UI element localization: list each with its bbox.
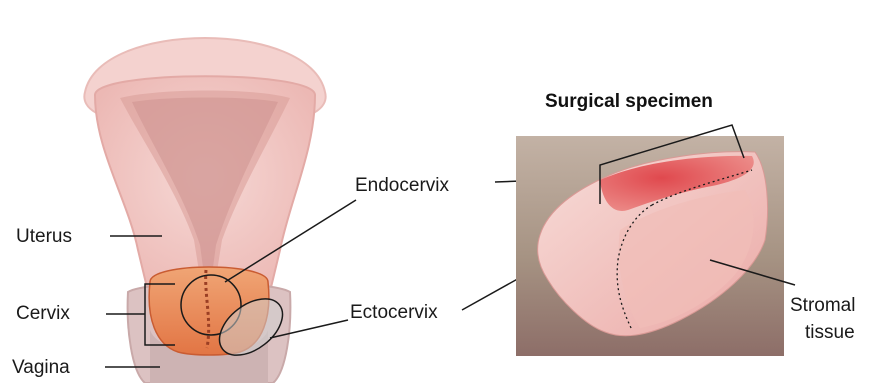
specimen-title: Surgical specimen: [545, 91, 713, 112]
label-vagina: Vagina: [12, 357, 70, 378]
label-cervix: Cervix: [16, 303, 70, 324]
label-endocervix: Endocervix: [355, 175, 449, 196]
label-ectocervix: Ectocervix: [350, 302, 438, 323]
specimen-photo: [516, 136, 784, 356]
label-uterus: Uterus: [16, 226, 72, 247]
uterus-illustration: [84, 38, 325, 383]
label-stromal-line1: Stromal: [790, 295, 855, 316]
label-stromal-line2: tissue: [805, 322, 855, 343]
